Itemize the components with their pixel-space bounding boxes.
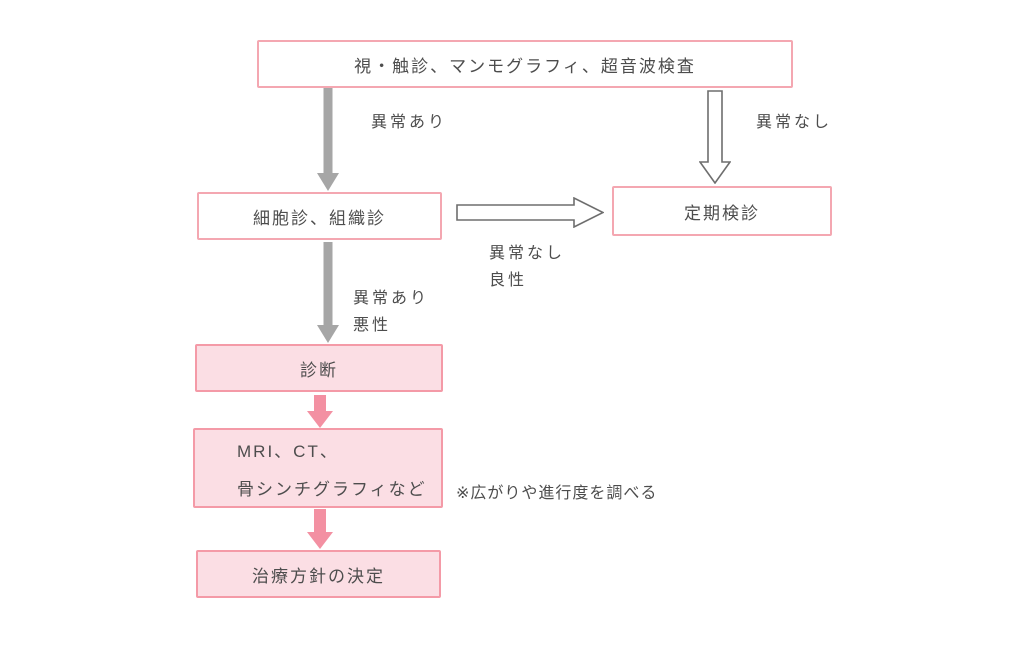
- box-diagnosis: 診断: [195, 344, 443, 392]
- pink-down-arrow-1: [307, 395, 333, 428]
- gray-down-arrow-abnormal: [317, 88, 339, 191]
- box-biopsy-label: 細胞診、組織診: [253, 208, 386, 228]
- box-screening: 視・触診、マンモグラフィ、超音波検査: [257, 40, 793, 88]
- edge-label-benign: 良性: [489, 272, 528, 289]
- outline-right-arrow-benign: [456, 197, 604, 228]
- box-imaging-lines: MRI、CT、 骨シンチグラフィなど: [195, 437, 441, 500]
- box-imaging-line2: 骨シンチグラフィなど: [237, 479, 427, 499]
- pink-down-arrow-2: [307, 509, 333, 549]
- box-biopsy: 細胞診、組織診: [197, 192, 442, 240]
- box-imaging-line1: MRI、CT、: [237, 441, 339, 461]
- edge-label-normal-side: 異常なし: [489, 245, 566, 262]
- outline-down-arrow-normal: [699, 90, 731, 184]
- box-checkup-label: 定期検診: [684, 203, 760, 223]
- edge-label-normal-top: 異常なし: [756, 114, 833, 131]
- gray-down-arrow-malignant: [317, 242, 339, 343]
- edge-label-abnormal-top: 異常あり: [371, 114, 448, 131]
- box-imaging: MRI、CT、 骨シンチグラフィなど: [193, 428, 443, 508]
- box-diagnosis-label: 診断: [300, 360, 338, 380]
- edge-label-abnormal-mid: 異常あり: [353, 290, 430, 307]
- footnote: ※広がりや進行度を調べる: [456, 485, 658, 502]
- box-treatment-label: 治療方針の決定: [252, 566, 385, 586]
- edge-label-malignant: 悪性: [353, 317, 392, 334]
- box-screening-label: 視・触診、マンモグラフィ、超音波検査: [354, 56, 696, 76]
- box-checkup: 定期検診: [612, 186, 832, 236]
- box-treatment: 治療方針の決定: [196, 550, 441, 598]
